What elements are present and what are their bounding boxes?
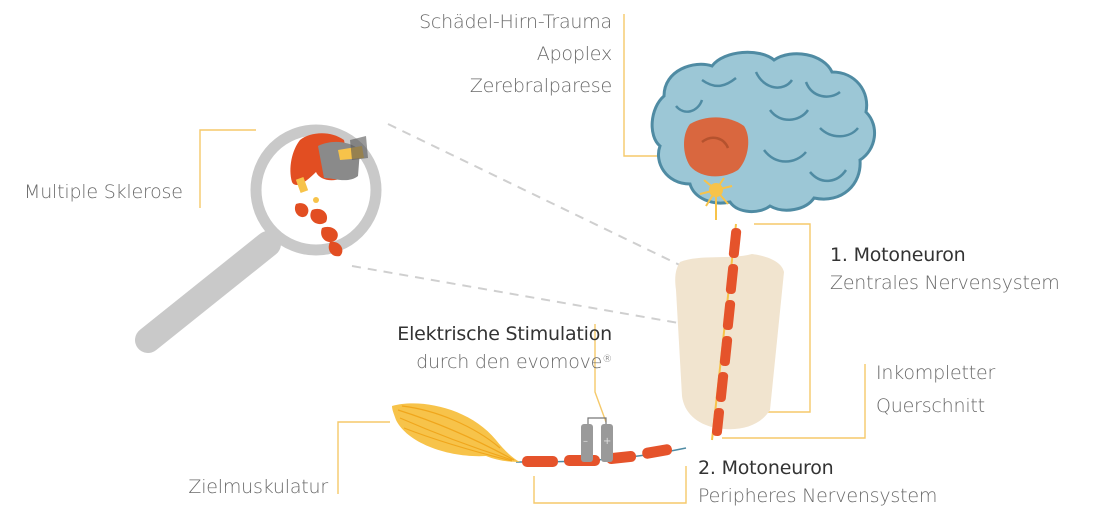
target-muscle	[392, 403, 520, 462]
label-cerebral-palsy: Zerebralparese	[470, 74, 612, 98]
registered-mark: ®	[602, 354, 612, 365]
label-stimulation-title: Elektrische Stimulation	[397, 322, 612, 346]
stimulation-subtitle-text: durch den evomove	[416, 351, 602, 373]
brain	[652, 52, 874, 220]
leader-target-muscle	[338, 422, 390, 494]
label-motoneuron2-title: 2. Motoneuron	[698, 456, 834, 480]
label-skull-brain-trauma: Schädel-Hirn-Trauma	[419, 10, 612, 34]
label-motoneuron2-subtitle: Peripheres Nervensystem	[698, 484, 937, 508]
label-motoneuron1-title: 1. Motoneuron	[830, 243, 966, 267]
label-incomplete-line2: Querschnitt	[876, 394, 985, 418]
leader-motoneuron2	[534, 466, 686, 503]
magnifier-handle	[148, 244, 268, 340]
label-stimulation-subtitle: durch den evomove®	[416, 350, 612, 374]
label-apoplexy: Apoplex	[537, 42, 612, 66]
label-incomplete-line1: Inkompletter	[876, 361, 995, 385]
electrode-minus-sign: –	[583, 436, 588, 447]
zoom-lines	[352, 124, 690, 325]
electrode-plus-sign: +	[603, 436, 611, 447]
label-motoneuron1-subtitle: Zentrales Nervensystem	[830, 271, 1060, 295]
label-multiple-sclerosis: Multiple Sklerose	[24, 180, 183, 204]
leader-multiple-sclerosis	[200, 130, 256, 208]
label-target-muscle: Zielmuskulatur	[188, 475, 328, 499]
